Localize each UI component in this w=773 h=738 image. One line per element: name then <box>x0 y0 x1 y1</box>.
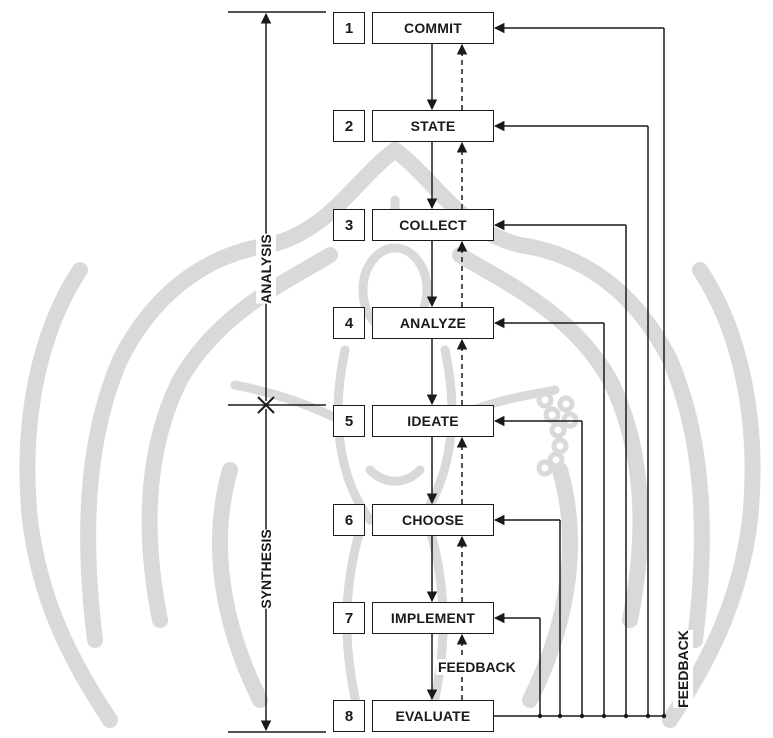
step-number-6: 6 <box>333 504 365 536</box>
feedback-junction-7 <box>538 714 542 718</box>
feedback-junction-6 <box>558 714 562 718</box>
step-number-5: 5 <box>333 405 365 437</box>
step-number-7: 7 <box>333 602 365 634</box>
step-number-1: 1 <box>333 12 365 44</box>
feedback-junction-4 <box>602 714 606 718</box>
step-number-4: 4 <box>333 307 365 339</box>
step-number-3: 3 <box>333 209 365 241</box>
step-box-analyze: ANALYZE <box>372 307 494 339</box>
synthesis-label: SYNTHESIS <box>256 529 276 608</box>
step-number-8: 8 <box>333 700 365 732</box>
step-box-state: STATE <box>372 110 494 142</box>
feedback-junction-5 <box>580 714 584 718</box>
step-number-2: 2 <box>333 110 365 142</box>
feedback-junction-2 <box>646 714 650 718</box>
step-box-choose: CHOOSE <box>372 504 494 536</box>
step-box-commit: COMMIT <box>372 12 494 44</box>
analysis-label: ANALYSIS <box>256 234 276 304</box>
step-box-collect: COLLECT <box>372 209 494 241</box>
feedback-inner-label: FEEDBACK <box>436 659 518 675</box>
step-box-ideate: IDEATE <box>372 405 494 437</box>
feedback-junction-3 <box>624 714 628 718</box>
step-box-evaluate: EVALUATE <box>372 700 494 732</box>
feedback-outer-label: FEEDBACK <box>673 630 693 708</box>
step-box-implement: IMPLEMENT <box>372 602 494 634</box>
feedback-junction-1 <box>662 714 666 718</box>
